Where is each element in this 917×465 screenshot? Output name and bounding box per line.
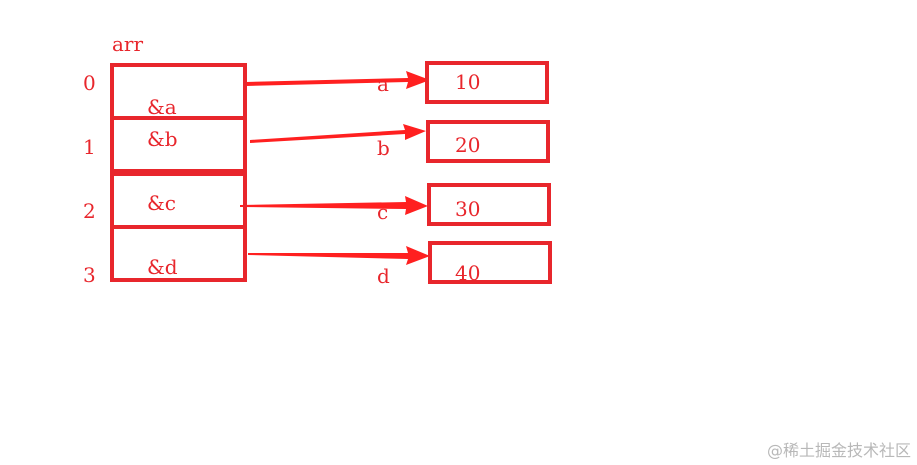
variable-value-b: 20 (455, 133, 481, 157)
variable-name-b: b (377, 136, 390, 160)
array-cell-value-0: &a (147, 95, 177, 119)
variable-name-d: d (377, 264, 390, 288)
watermark: @稀土掘金技术社区 (766, 441, 911, 460)
variable-box-c (427, 183, 551, 226)
index-label-2: 2 (83, 199, 96, 223)
array-cell-3 (110, 225, 247, 282)
array-cell-2 (110, 172, 247, 229)
variable-box-d (428, 241, 552, 284)
array-cell-value-3: &d (147, 255, 178, 279)
variable-name-a: a (377, 72, 389, 96)
array-cell-0 (110, 63, 247, 120)
array-cell-value-1: &b (147, 127, 178, 151)
variable-value-d: 40 (455, 261, 481, 285)
arrow-c (240, 196, 428, 215)
arrow-b (250, 124, 426, 143)
variable-value-a: 10 (455, 70, 481, 94)
array-cell-value-2: &c (147, 191, 177, 215)
variable-value-c: 30 (455, 197, 481, 221)
array-name-label: arr (112, 32, 144, 56)
arrow-d (248, 246, 430, 265)
variable-box-b (426, 120, 550, 163)
variable-box-a (425, 61, 549, 104)
array-cell-1 (110, 116, 247, 173)
arrow-a (246, 71, 430, 89)
variable-name-c: c (377, 200, 389, 224)
index-label-1: 1 (83, 135, 96, 159)
index-label-0: 0 (83, 71, 96, 95)
index-label-3: 3 (83, 263, 96, 287)
